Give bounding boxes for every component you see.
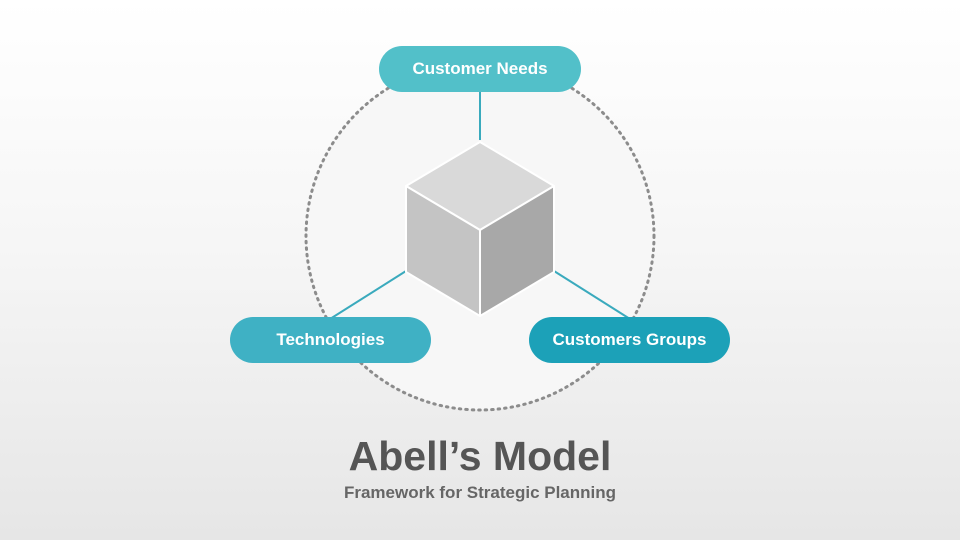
- connector-right: [553, 270, 631, 320]
- cube-icon: [405, 141, 555, 317]
- node-customers-groups: Customers Groups: [529, 317, 730, 363]
- node-technologies: Technologies: [230, 317, 431, 363]
- page-subtitle: Framework for Strategic Planning: [343, 483, 617, 502]
- connector-left: [329, 270, 407, 320]
- cube-face-right: [479, 185, 555, 317]
- node-customer-needs: Customer Needs: [379, 46, 581, 92]
- page-title: Abell’s Model: [348, 433, 612, 479]
